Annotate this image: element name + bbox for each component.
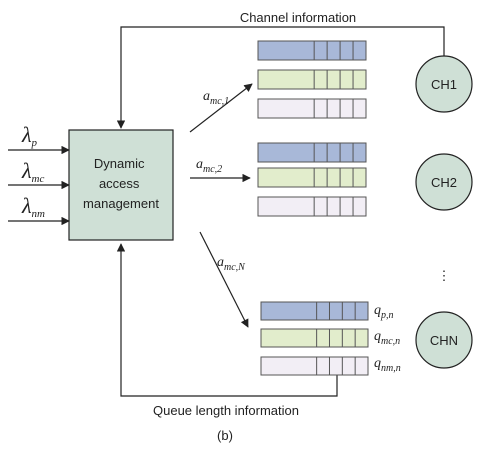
alloc-label-2-base: a	[196, 157, 203, 172]
queue-buffer	[260, 301, 369, 321]
channel-n-label: CHN	[430, 333, 458, 348]
queue-groups	[257, 40, 369, 376]
input-label-nm-sub: nm	[32, 208, 46, 220]
manager-label-line-3: management	[83, 196, 159, 211]
queue-buffer	[257, 69, 367, 90]
queue-1-mc	[257, 69, 367, 90]
queue-buffer	[260, 356, 369, 376]
queue-1-nm	[257, 98, 367, 119]
queue-label-mc-base: q	[374, 329, 381, 344]
input-label-mc-sub: mc	[32, 173, 45, 185]
queue-label-p: qp,n	[374, 303, 394, 321]
queue-length-label: Queue length information	[153, 403, 299, 418]
manager-label: Dynamic access management	[83, 156, 159, 211]
channel-2-circle	[415, 153, 473, 211]
queue-buffer	[257, 167, 367, 188]
queue-label-p-sub: p,n	[380, 310, 394, 321]
queue-1-p	[257, 40, 367, 61]
input-label-nm: λnm	[21, 193, 45, 220]
channel-info-line	[116, 26, 445, 129]
input-label-mc-symbol: λ	[21, 158, 32, 183]
alloc-label-n: amc,N	[217, 255, 246, 273]
queue-2-p	[257, 142, 367, 163]
input-label-mc: λmc	[21, 158, 44, 185]
channel-1-label: CH1	[431, 77, 457, 92]
input-label-p: λp	[21, 122, 38, 149]
alloc-arrow-n	[199, 231, 249, 328]
queue-label-nm: qnm,n	[374, 356, 401, 374]
channel-n-circle	[415, 311, 473, 369]
queue-label-mc-sub: mc,n	[381, 336, 400, 347]
queue-buffer	[257, 40, 367, 61]
queue-buffer	[257, 142, 367, 163]
channel-info-label: Channel information	[240, 10, 356, 25]
queue-buffer	[257, 196, 367, 217]
alloc-label-1: amc,1	[203, 89, 229, 107]
queue-2-mc	[257, 167, 367, 188]
alloc-label-2-sub: mc,2	[203, 164, 222, 175]
alloc-label-n-sub: mc,N	[224, 262, 246, 273]
alloc-label-1-base: a	[203, 89, 210, 104]
alloc-label-2: amc,2	[196, 157, 222, 175]
queue-label-nm-sub: nm,n	[381, 363, 401, 374]
alloc-label-1-sub: mc,1	[210, 96, 229, 107]
alloc-arrow-1	[189, 83, 253, 133]
queue-label-p-base: q	[374, 303, 381, 318]
queue-label-nm-base: q	[374, 356, 381, 371]
input-label-p-symbol: λ	[21, 122, 32, 147]
alloc-label-n-base: a	[217, 255, 224, 270]
input-label-p-sub: p	[31, 137, 38, 149]
manager-label-line-2: access	[99, 176, 140, 191]
queue-2-nm	[257, 196, 367, 217]
channel-ellipsis: ⋮	[438, 268, 451, 283]
input-label-nm-symbol: λ	[21, 193, 32, 218]
channel-1-circle	[415, 55, 473, 113]
manager-label-line-1: Dynamic	[94, 156, 145, 171]
queue-3-nm	[260, 356, 369, 376]
channel-2-label: CH2	[431, 175, 457, 190]
queue-buffer	[257, 98, 367, 119]
queue-3-mc	[260, 328, 369, 348]
queue-buffer	[260, 328, 369, 348]
figure-caption: (b)	[217, 428, 233, 443]
queue-3-p	[260, 301, 369, 321]
queue-label-mc: qmc,n	[374, 329, 400, 347]
queue-length-line	[116, 243, 338, 397]
